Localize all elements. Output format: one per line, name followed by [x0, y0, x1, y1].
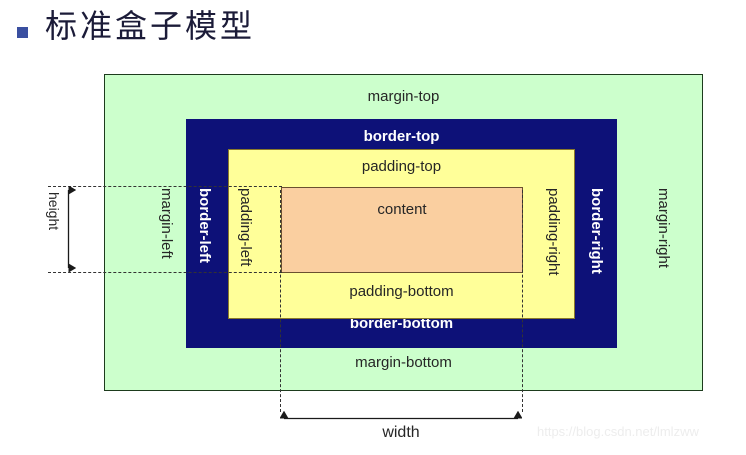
page-title: 标准盒子模型: [45, 8, 256, 44]
guide-line-content-top: [48, 186, 282, 187]
label-border-top: border-top: [363, 128, 440, 145]
bullet-square-icon: [17, 27, 28, 38]
label-margin-left: margin-left: [158, 188, 175, 259]
label-padding-left: padding-left: [237, 188, 254, 267]
label-width: width: [382, 424, 420, 441]
width-dimension-arrow-icon: [280, 411, 522, 420]
label-padding-bottom: padding-bottom: [349, 283, 454, 300]
label-border-left: border-left: [196, 188, 213, 263]
margin-box-layer: margin-top margin-bottom border-top bord…: [104, 74, 703, 391]
label-border-bottom: border-bottom: [349, 315, 454, 332]
label-padding-top: padding-top: [361, 158, 442, 175]
guide-line-content-bottom: [48, 272, 282, 273]
padding-box-layer: padding-top padding-bottom content: [228, 149, 575, 319]
height-dimension-arrow-icon: [67, 186, 76, 272]
label-padding-right: padding-right: [545, 188, 562, 276]
guide-line-content-left: [280, 190, 281, 412]
watermark-text: https://blog.csdn.net/lmlzww: [537, 424, 699, 439]
label-height: height: [46, 192, 62, 231]
guide-line-content-right: [522, 190, 523, 412]
label-content: content: [377, 201, 427, 218]
content-box-layer: content: [281, 187, 523, 273]
label-margin-bottom: margin-bottom: [355, 354, 452, 371]
slide-title-bar: 标准盒子模型: [0, 0, 746, 64]
label-border-right: border-right: [588, 188, 605, 274]
border-box-layer: border-top border-bottom padding-top pad…: [186, 119, 617, 348]
label-margin-top: margin-top: [367, 88, 440, 105]
label-margin-right: margin-right: [655, 188, 672, 269]
